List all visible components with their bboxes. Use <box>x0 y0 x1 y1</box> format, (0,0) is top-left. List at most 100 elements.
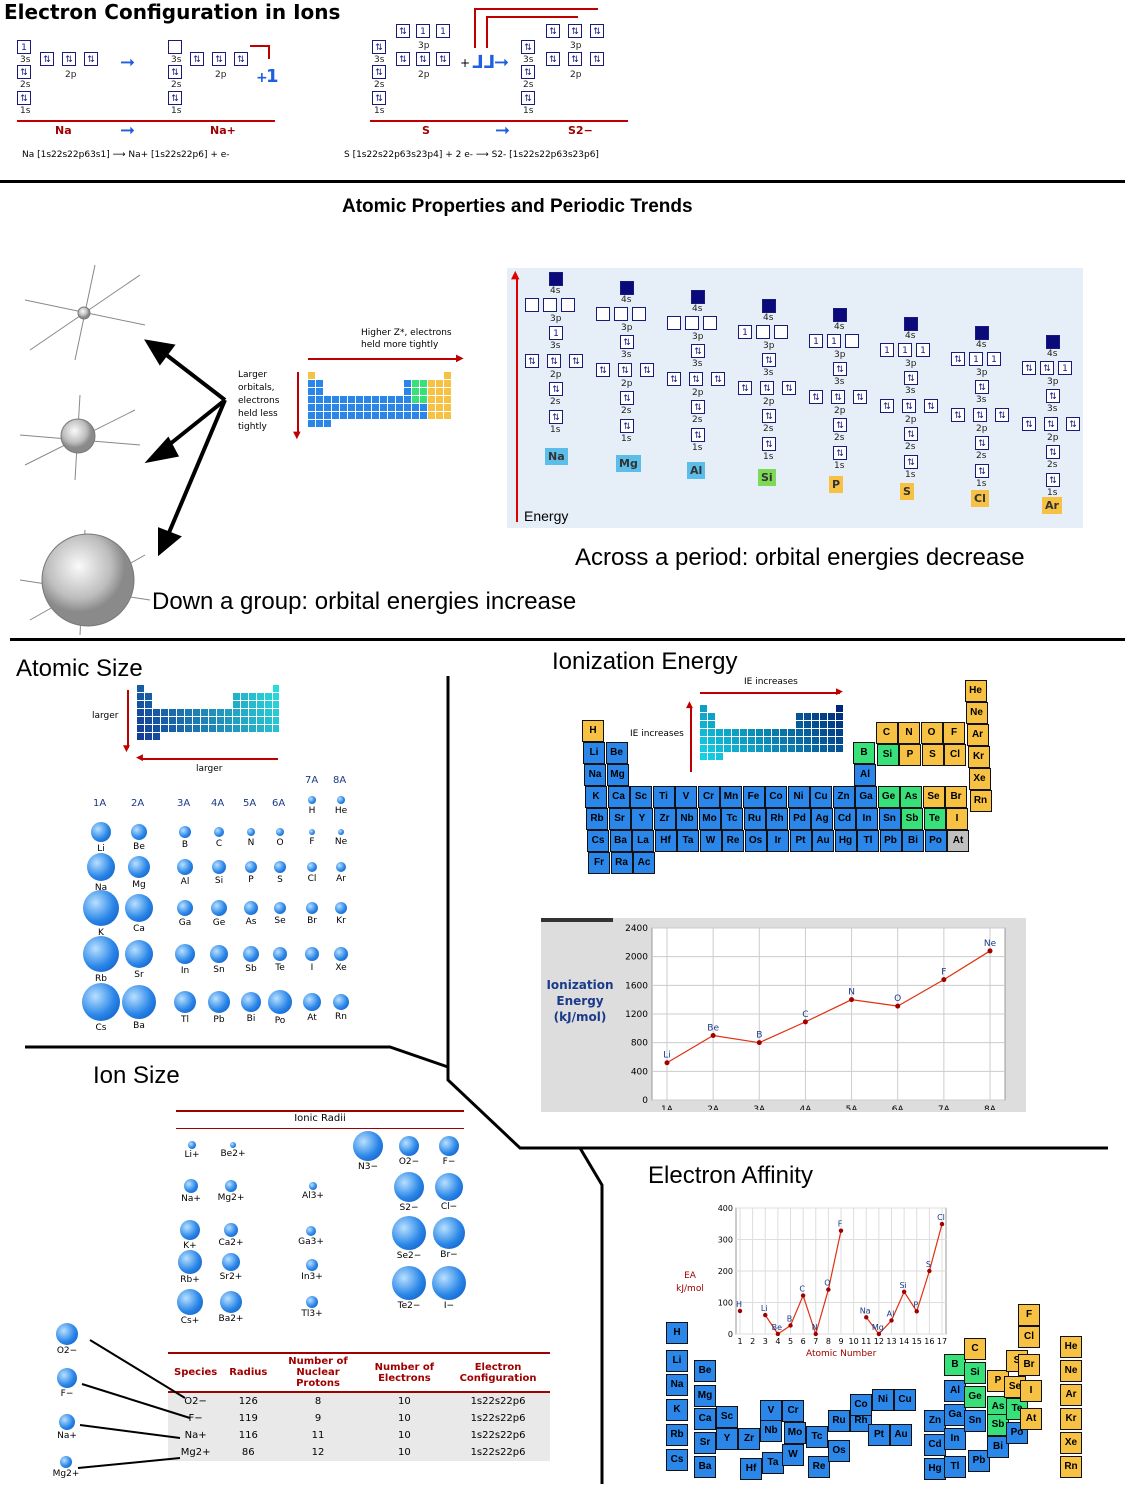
ea-xtick: 6 <box>801 1337 806 1346</box>
ie-tile-cu: Cu <box>810 786 832 808</box>
ea-xtick: 12 <box>874 1337 884 1346</box>
orbital-2p: ⇅ <box>995 408 1009 422</box>
ion-symbol: Te2− <box>397 1301 421 1311</box>
atom-symbol: He <box>334 806 348 816</box>
orbital-3p <box>667 316 681 330</box>
ea-tile-b: B <box>944 1354 966 1376</box>
mini-cell <box>828 721 835 728</box>
atom-symbol: Ga <box>178 918 192 928</box>
ion-ball <box>392 1266 426 1300</box>
ea-point-label: Mg <box>872 1323 884 1332</box>
ie-tile-fe: Fe <box>742 786 765 808</box>
ion-symbol: Tl3+ <box>301 1309 323 1319</box>
atomic-size-title: Atomic Size <box>16 655 143 682</box>
mini-cell <box>201 725 208 732</box>
ie-tile-s: S <box>921 744 944 766</box>
mini-cell <box>316 404 323 411</box>
ie-tile-po: Po <box>924 830 947 852</box>
group-label: 1A <box>93 798 107 809</box>
mini-cell <box>812 745 819 752</box>
ie-tile-f: F <box>943 722 965 744</box>
orbital-label: 4s <box>550 286 561 296</box>
mini-cell <box>316 412 323 419</box>
table-cell: 12 <box>311 1447 325 1458</box>
mini-cell <box>308 396 315 403</box>
mini-cell <box>340 412 347 419</box>
ion-symbol: Se2− <box>396 1251 422 1261</box>
ea-point <box>876 1331 882 1337</box>
atom-ball-in <box>175 944 195 964</box>
atom-symbol: Xe <box>335 963 347 973</box>
orbital-3p: ⇅ <box>1040 361 1054 375</box>
atom-ball-sb <box>243 946 259 962</box>
mini-cell <box>444 388 451 395</box>
s2-label: S2− <box>568 124 593 137</box>
mini-cell <box>332 396 339 403</box>
mini-cell <box>412 404 419 411</box>
mini-cell <box>169 725 176 732</box>
ie-tile-mn: Mn <box>720 786 742 808</box>
ie-tile-hg: Hg <box>834 830 857 852</box>
orbital-3s: ⇅ <box>762 353 776 367</box>
ion-symbol: Br− <box>440 1250 458 1260</box>
table-cell: 1s22s22p6 <box>470 1413 526 1424</box>
mini-cell <box>740 737 747 744</box>
ie-point <box>664 1060 670 1066</box>
ea-xtick: 3 <box>763 1337 768 1346</box>
element-tag-p: P <box>829 476 844 493</box>
atom-symbol: Cl <box>307 874 317 884</box>
mini-cell <box>412 380 419 387</box>
ie-tile-xe: Xe <box>968 768 991 790</box>
top-title: Electron Configuration in Ions <box>4 0 341 24</box>
ie-ytick: 1200 <box>625 1010 648 1020</box>
ea-tile-ge: Ge <box>964 1386 986 1408</box>
s-plus: + <box>460 56 471 70</box>
group-label: 2A <box>131 798 145 809</box>
orbital-2p: ⇅ <box>547 354 561 368</box>
mini-cell <box>404 388 411 395</box>
orbital-label: 2p <box>905 415 917 425</box>
ie-tile-at: At <box>947 830 969 852</box>
ion-ball <box>392 1216 426 1250</box>
mini-cell <box>233 717 240 724</box>
orbital-2p: ⇅ <box>711 372 725 386</box>
orbital-2p: ⇅ <box>973 408 987 422</box>
ea-tile-hg: Hg <box>924 1458 946 1480</box>
mini-cell <box>716 729 723 736</box>
mini-cell <box>404 404 411 411</box>
mini-cell <box>708 729 715 736</box>
orbital-2p: ⇅ <box>880 399 894 413</box>
mini-cell <box>340 404 347 411</box>
ea-tile-k: K <box>666 1399 688 1421</box>
ion-ball <box>222 1253 240 1271</box>
orbital-2s: ⇅ <box>762 409 776 423</box>
atom-symbol: Si <box>214 876 224 886</box>
mini-cell <box>273 701 279 708</box>
element-tag-al: Al <box>687 462 706 479</box>
ea-point <box>763 1312 768 1318</box>
ea-xtick: 10 <box>849 1337 859 1346</box>
ion-symbol: F− <box>442 1157 456 1167</box>
ie-xtick: 5A <box>846 1105 859 1110</box>
ea-xtick: 14 <box>899 1337 909 1346</box>
mini-cell <box>724 737 731 744</box>
ion-symbol: Mg2+ <box>52 1469 80 1479</box>
orbital-3p: 1 <box>827 334 841 348</box>
ea-tile-sr: Sr <box>694 1432 716 1454</box>
ea-tile-h: H <box>666 1322 688 1344</box>
table-cell: 10 <box>398 1447 411 1458</box>
mini-cell <box>708 745 715 752</box>
ie-tile-i: I <box>946 808 968 830</box>
orbital-label: 3s <box>905 386 916 396</box>
atom-ball-tl <box>174 991 196 1013</box>
ie-tile-fr: Fr <box>588 852 610 874</box>
ea-point <box>826 1287 831 1292</box>
ie-tile-tc: Tc <box>721 808 743 830</box>
atom-ball-h <box>308 796 316 804</box>
mini-cell <box>364 396 371 403</box>
ie-tile-k: K <box>585 786 607 808</box>
ea-tile-in: In <box>944 1428 966 1450</box>
ea-point-label: N <box>812 1323 818 1332</box>
ea-ytick: 100 <box>718 1299 733 1308</box>
